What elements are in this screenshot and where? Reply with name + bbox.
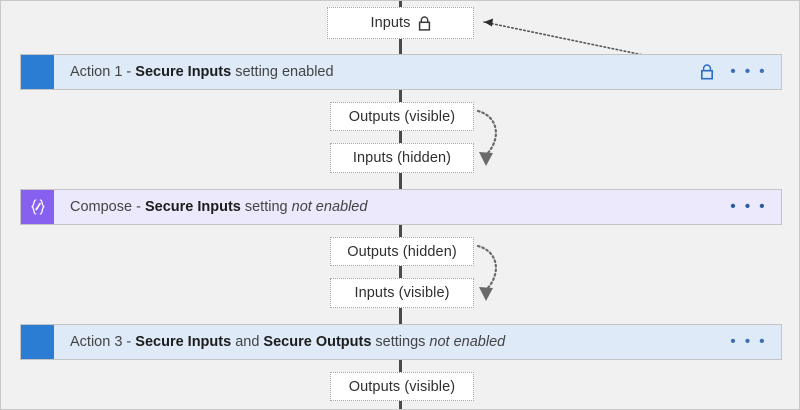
node-inputs-visible[interactable]: Inputs (visible) [330,278,474,308]
row-bold-term-2: Secure Outputs [263,334,372,350]
action-square-icon [21,325,54,359]
row-prefix: Compose - [70,199,145,215]
node-label: Outputs (visible) [348,108,456,125]
connector-line [399,401,402,409]
row-italic-term: not enabled [291,199,368,215]
node-label: Inputs [370,15,411,31]
row-menu-button[interactable]: • • • [730,333,767,350]
row-mid: setting [240,199,292,215]
node-outputs-visible-2[interactable]: Outputs (visible) [330,372,474,401]
lock-icon [418,15,431,35]
row-menu-button[interactable]: • • • [730,198,767,215]
row-action-3[interactable]: Action 3 - Secure Inputs and Secure Outp… [20,324,782,360]
row-action-1[interactable]: Action 1 - Secure Inputs setting enabled… [20,54,782,90]
node-outputs-hidden[interactable]: Outputs (hidden) [330,237,474,266]
row-compose-controls: • • • [730,198,781,215]
row-suffix: setting enabled [231,64,334,80]
connector-line [399,359,402,372]
row-prefix: Action 3 - [70,334,136,350]
row-mid-2: settings [371,334,430,350]
connector-line [399,131,402,143]
connector-line [399,89,402,102]
connector-line [399,308,402,317]
node-top-inputs[interactable]: Inputs [327,7,474,39]
compose-braces-icon [21,190,54,224]
row-italic-term: not enabled [429,334,506,350]
connector-line [399,39,402,48]
lock-icon [700,63,714,85]
action-square-icon [21,55,54,89]
connector-line [399,173,402,182]
row-compose-label: Compose - Secure Inputs setting not enab… [70,199,367,215]
node-inputs-hidden[interactable]: Inputs (hidden) [330,143,474,173]
row-compose[interactable]: Compose - Secure Inputs setting not enab… [20,189,782,225]
row-action-1-label: Action 1 - Secure Inputs setting enabled [70,64,334,80]
node-label: Inputs (hidden) [352,150,452,166]
row-mid-1: and [231,334,264,350]
node-label: Outputs (visible) [348,378,456,395]
row-bold-term: Secure Inputs [135,64,232,80]
row-action-3-controls: • • • [730,333,781,350]
row-bold-term-1: Secure Inputs [135,334,232,350]
node-outputs-visible-1[interactable]: Outputs (visible) [330,102,474,131]
node-label: Inputs (visible) [354,285,450,301]
row-action-1-controls: • • • [700,62,781,83]
row-bold-term: Secure Inputs [144,199,241,215]
row-menu-button[interactable]: • • • [730,63,767,80]
connector-line [399,1,402,7]
row-action-3-label: Action 3 - Secure Inputs and Secure Outp… [70,334,505,350]
node-label: Outputs (hidden) [347,243,457,260]
outputs-to-inputs-curve-2 [476,244,498,301]
outputs-to-inputs-curve-1 [476,109,498,166]
row-prefix: Action 1 - [70,64,136,80]
connector-line [399,224,402,237]
connector-line [399,266,402,278]
